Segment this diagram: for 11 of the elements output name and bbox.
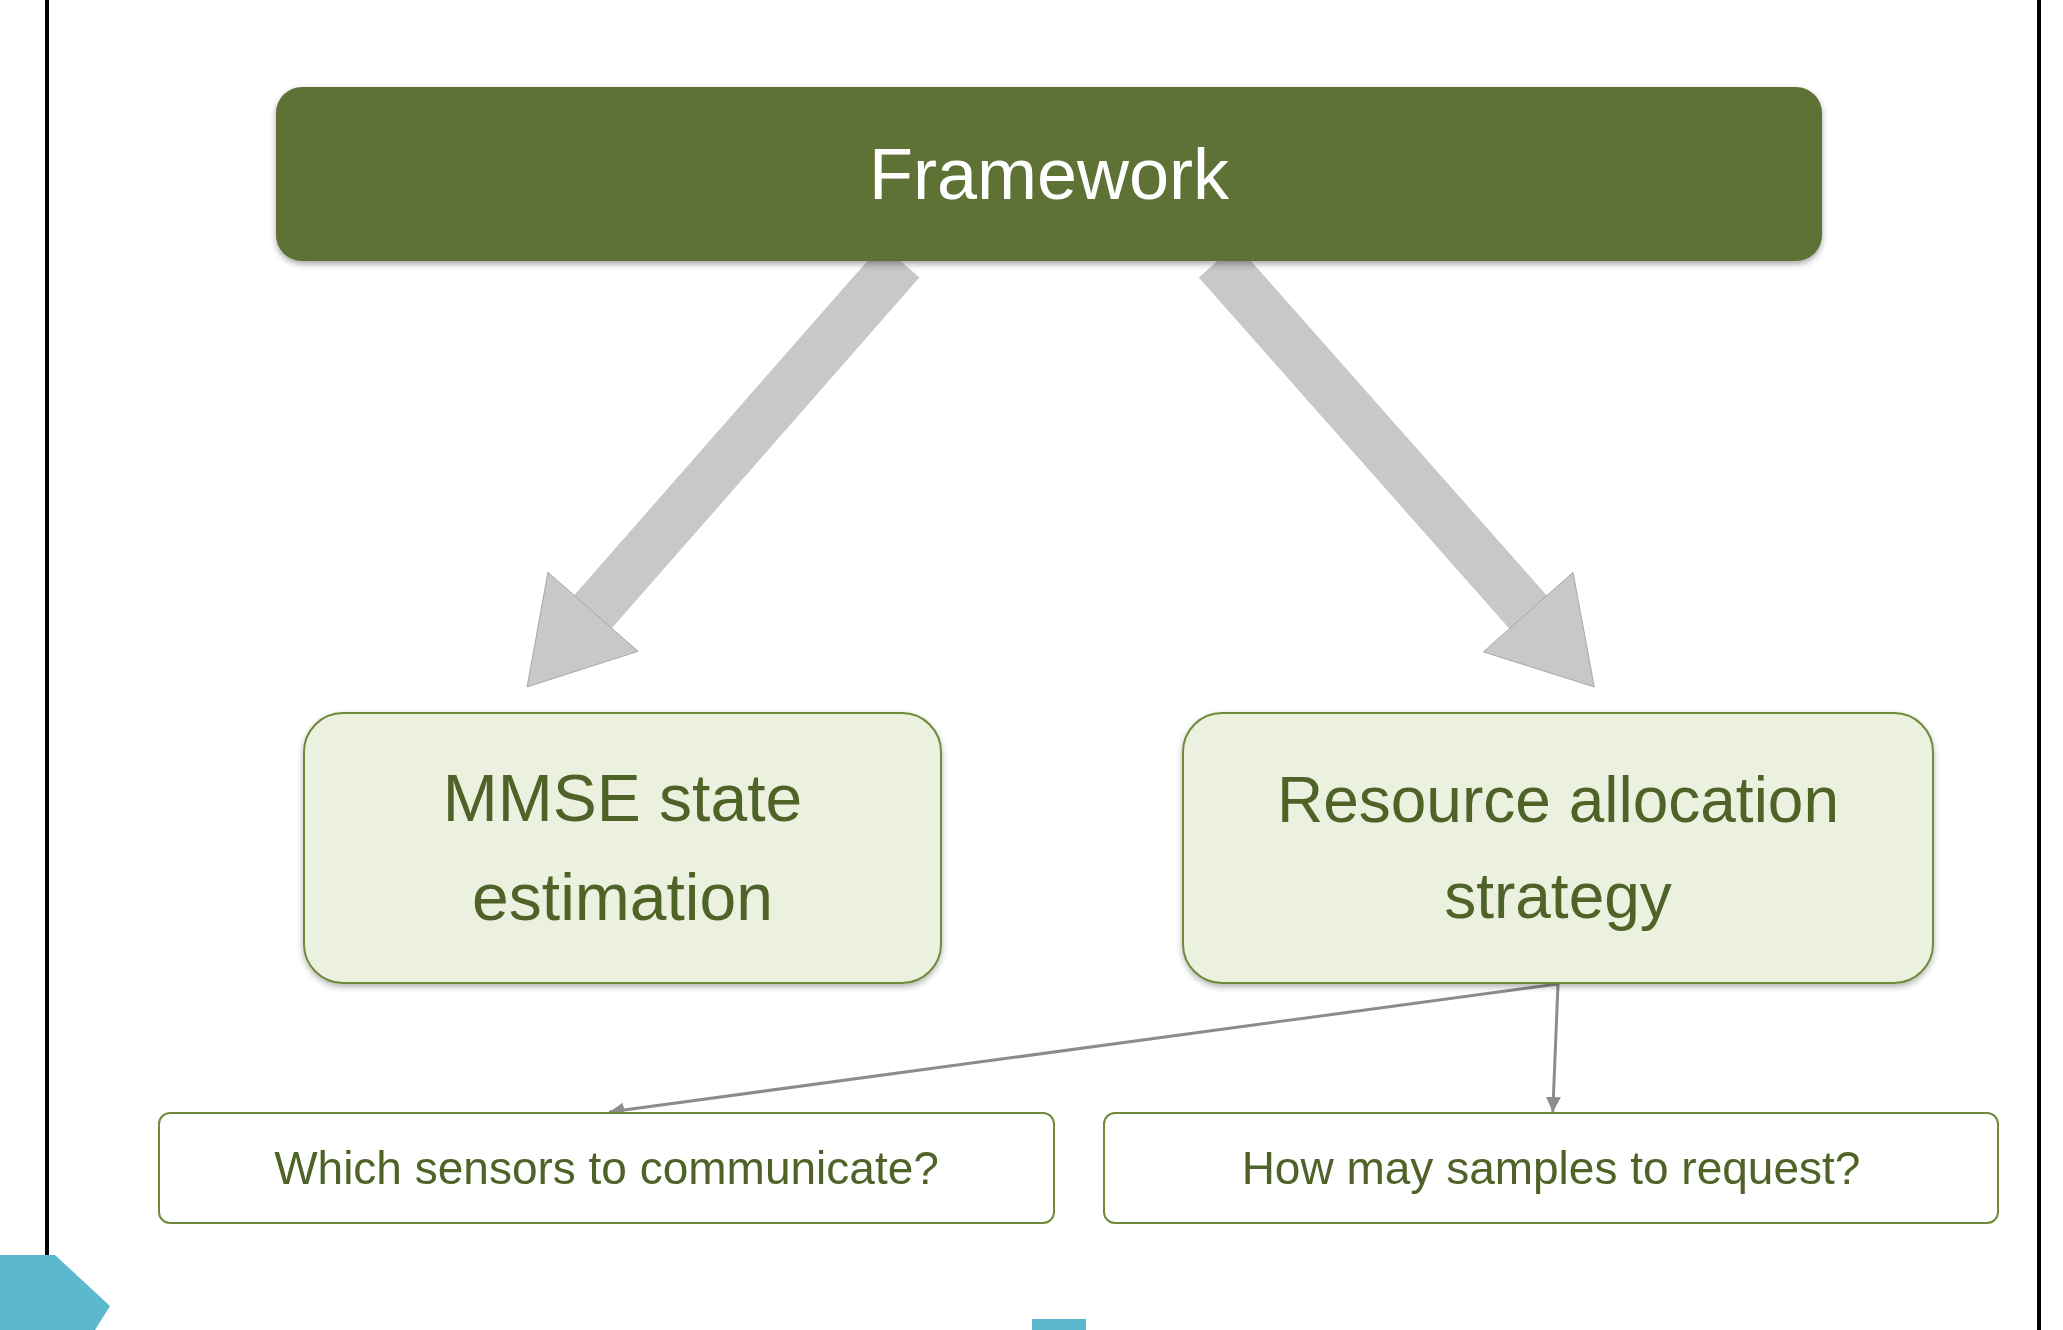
node-label: MMSE state estimation	[441, 760, 804, 936]
process-box	[303, 712, 942, 984]
arrow	[1545, 983, 1561, 1113]
question-box	[158, 1112, 1055, 1224]
node-label: Resource allocation strategy	[1275, 763, 1841, 934]
node-label: How may samples to request?	[1241, 1140, 1861, 1196]
question-box	[1103, 1112, 1999, 1224]
node-label: Framework	[868, 133, 1229, 216]
process-box	[1182, 712, 1934, 984]
node-label: Which sensors to communicate?	[274, 1140, 939, 1196]
header-box	[276, 87, 1822, 261]
